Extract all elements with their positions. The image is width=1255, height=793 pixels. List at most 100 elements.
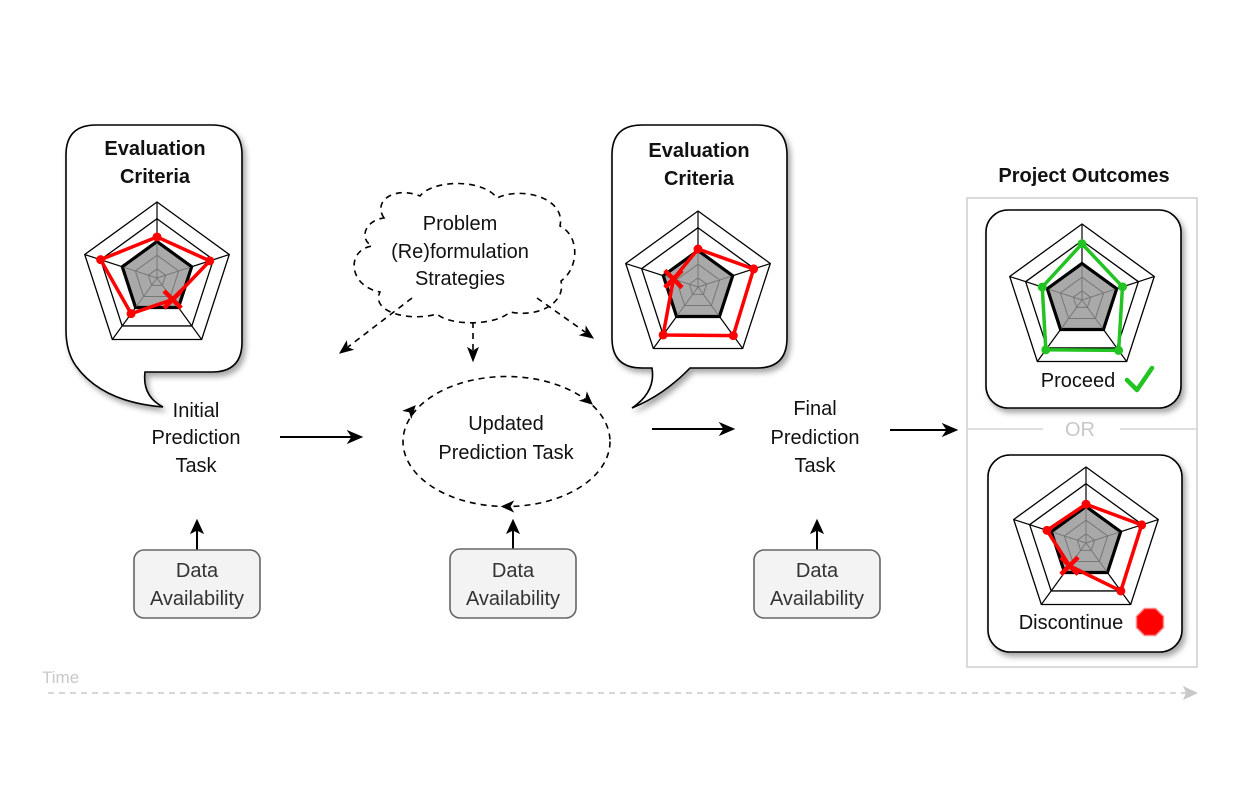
task-text-line1: Updated <box>468 413 544 435</box>
radar-score-point <box>1041 345 1051 355</box>
task-text-line3: Task <box>794 455 836 477</box>
radar-inner-ring <box>1059 276 1105 319</box>
updated-prediction-task: Updated Prediction Task <box>402 375 611 513</box>
loop-arrowhead-icon <box>402 405 416 420</box>
initial-prediction-task: Initial Prediction Task <box>152 400 241 477</box>
outcomes-title: Project Outcomes <box>998 165 1169 187</box>
radar-score-point <box>749 264 759 274</box>
timeline: Time <box>42 668 1198 700</box>
arrowhead-icon <box>718 421 736 437</box>
discontinue-card: Discontinue <box>987 454 1183 653</box>
arrowhead-icon <box>189 518 205 535</box>
arrowhead-icon <box>505 518 521 535</box>
cloud-shape <box>353 182 576 324</box>
cloud-arrow-left <box>338 297 413 354</box>
data-availability-line1: Data <box>492 560 535 582</box>
check-icon <box>1124 365 1155 393</box>
arrowhead-icon <box>346 429 364 445</box>
radar-score-point <box>1114 345 1124 355</box>
data-availability-final: Data Availability <box>753 518 881 619</box>
radar-inner-axis <box>1052 531 1087 544</box>
task-text-line2: Prediction Task <box>438 442 574 464</box>
updated-evaluation-radar <box>624 210 772 350</box>
arrowhead-icon <box>578 325 595 339</box>
arrow-final-to-outcomes <box>890 422 959 438</box>
radar-inner-axis <box>123 266 158 279</box>
radar-inner-axis <box>1048 288 1083 301</box>
radar-inner-axis <box>136 277 158 307</box>
data-availability-box <box>753 549 881 619</box>
radar-score-point <box>1077 239 1087 249</box>
task-text-line2: Prediction <box>152 427 241 449</box>
data-availability-box <box>449 548 577 619</box>
cloud-text-line3: Strategies <box>415 268 505 290</box>
radar-inner-ring <box>1076 533 1096 551</box>
task-text-line1: Final <box>793 398 836 420</box>
radar-inner-axis <box>677 286 699 316</box>
radar-score-line <box>1045 502 1144 593</box>
x-stroke <box>663 268 684 290</box>
task-text-line3: Task <box>175 455 217 477</box>
failed-criterion-x-icon <box>162 289 183 310</box>
radar-score-point <box>96 255 106 265</box>
data-availability-initial: Data Availability <box>133 518 261 619</box>
bubble-title-line1: Evaluation <box>648 140 749 162</box>
radar-score-point <box>1116 586 1126 596</box>
proceed-label: Proceed <box>1041 370 1116 392</box>
loop-arrowhead-icon <box>500 500 515 513</box>
data-availability-line1: Data <box>176 560 219 582</box>
radar-score-point <box>658 330 668 340</box>
cloud-arrow-middle <box>467 322 479 363</box>
radar-score-point <box>1117 282 1127 292</box>
data-availability-line2: Availability <box>770 588 864 610</box>
timeline-arrowhead-icon <box>1183 686 1198 700</box>
radar-inner-axis <box>697 275 732 288</box>
radar-score-point <box>1137 520 1147 530</box>
proceed-card: Proceed <box>985 209 1182 409</box>
radar-inner-ring <box>134 254 180 297</box>
discontinue-label: Discontinue <box>1019 612 1124 634</box>
data-availability-updated: Data Availability <box>449 518 577 619</box>
radar-inner-axis <box>1085 542 1107 572</box>
x-stroke <box>162 289 183 310</box>
data-availability-line2: Availability <box>150 588 244 610</box>
reformulation-strategies-cloud: Problem (Re)formulation Strategies <box>353 182 576 324</box>
task-text-line1: Initial <box>173 400 220 422</box>
separator-or: OR <box>1065 419 1095 441</box>
x-stroke <box>1059 555 1080 576</box>
radar-score-point <box>1081 499 1091 509</box>
evaluation-bubble-updated: Evaluation Criteria <box>611 124 788 409</box>
radar-score-point <box>693 244 703 254</box>
final-prediction-task: Final Prediction Task <box>771 398 860 477</box>
radar-inner-axis <box>697 286 719 316</box>
arrowhead-icon <box>467 346 479 363</box>
arrowhead-icon <box>338 340 355 354</box>
radar-score-point <box>728 331 738 341</box>
radar-score-point <box>1037 282 1047 292</box>
bubble-title-line2: Criteria <box>664 168 735 190</box>
cloud-text-line1: Problem <box>423 213 497 235</box>
radar-score-point <box>126 309 136 319</box>
loop-arrowhead-icon <box>578 391 593 405</box>
failed-criterion-x-icon <box>1059 555 1080 576</box>
bubble-title-line1: Evaluation <box>104 138 205 160</box>
radar-score-point <box>205 256 215 266</box>
project-outcomes-panel: Project Outcomes Proceed OR Discontinue <box>966 165 1198 668</box>
data-availability-box <box>133 549 261 619</box>
radar-inner-axis <box>156 266 191 279</box>
cloud-text-line2: (Re)formulation <box>391 241 529 263</box>
failed-criterion-x-icon <box>663 268 684 290</box>
proceed-radar <box>1008 223 1156 363</box>
arrow-initial-to-updated <box>280 429 364 445</box>
radar-score-line <box>1040 242 1125 353</box>
radar-inner-axis <box>1061 299 1083 329</box>
radar-inner-ring <box>688 277 708 295</box>
radar-inner-ring <box>147 268 167 286</box>
radar-inner-ring <box>1063 519 1109 562</box>
timeline-label: Time <box>42 668 79 687</box>
task-text-line2: Prediction <box>771 427 860 449</box>
radar-inner-ring <box>1072 290 1092 308</box>
bubble-title-line2: Criteria <box>120 166 191 188</box>
radar-inner-axis <box>1085 531 1120 544</box>
